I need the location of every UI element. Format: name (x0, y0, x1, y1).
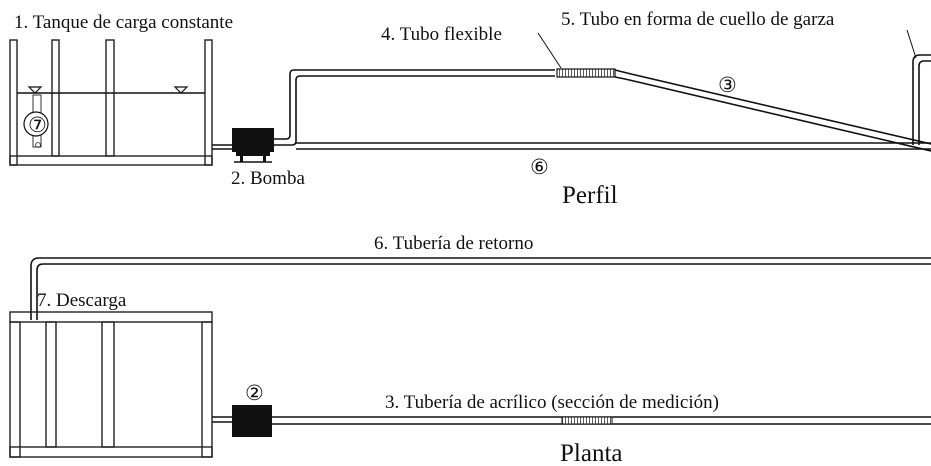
marker-return-profile: ⑥ (530, 155, 549, 179)
constant-head-tank-plan (9, 311, 213, 458)
constant-head-tank-profile: ⑦ (9, 39, 213, 166)
title-plan: Planta (560, 440, 623, 466)
gooseneck-pipe (912, 54, 931, 145)
return-pipe-plan (30, 257, 931, 320)
label-discharge: 7. Descarga (37, 290, 127, 311)
plan-view: 6. Tubería de retorno 7. Descarga 3. Tub… (9, 233, 931, 466)
profile-view: ⑦ 1. Tanque de carga constante 2. Bomba … (9, 9, 931, 209)
marker-discharge-profile: ⑦ (28, 113, 47, 137)
marker-pump-plan: ② (245, 381, 264, 405)
marker-circle-7 (23, 111, 49, 137)
measurement-section (561, 416, 613, 425)
leader-flexible-tube (537, 32, 562, 69)
flexible-tube-segment (556, 68, 616, 78)
label-flexible-tube: 4. Tubo flexible (381, 24, 502, 45)
leader-gooseneck (906, 29, 917, 59)
return-pipe-profile (296, 142, 931, 150)
title-profile: Perfil (562, 182, 618, 209)
pump-profile (232, 128, 274, 163)
sloped-acrylic-pipe (614, 69, 931, 145)
label-acrylic-pipe: 3. Tubería de acrílico (sección de medic… (385, 392, 719, 413)
marker-acrylic-profile: ③ (718, 73, 737, 97)
pump-plan (232, 405, 272, 437)
tank-outlet-pipe (212, 144, 232, 150)
label-pump: 2. Bomba (231, 168, 305, 189)
label-tank: 1. Tanque de carga constante (14, 12, 233, 33)
label-gooseneck: 5. Tubo en forma de cuello de garza (561, 9, 835, 30)
label-return-pipe: 6. Tubería de retorno (374, 233, 533, 254)
